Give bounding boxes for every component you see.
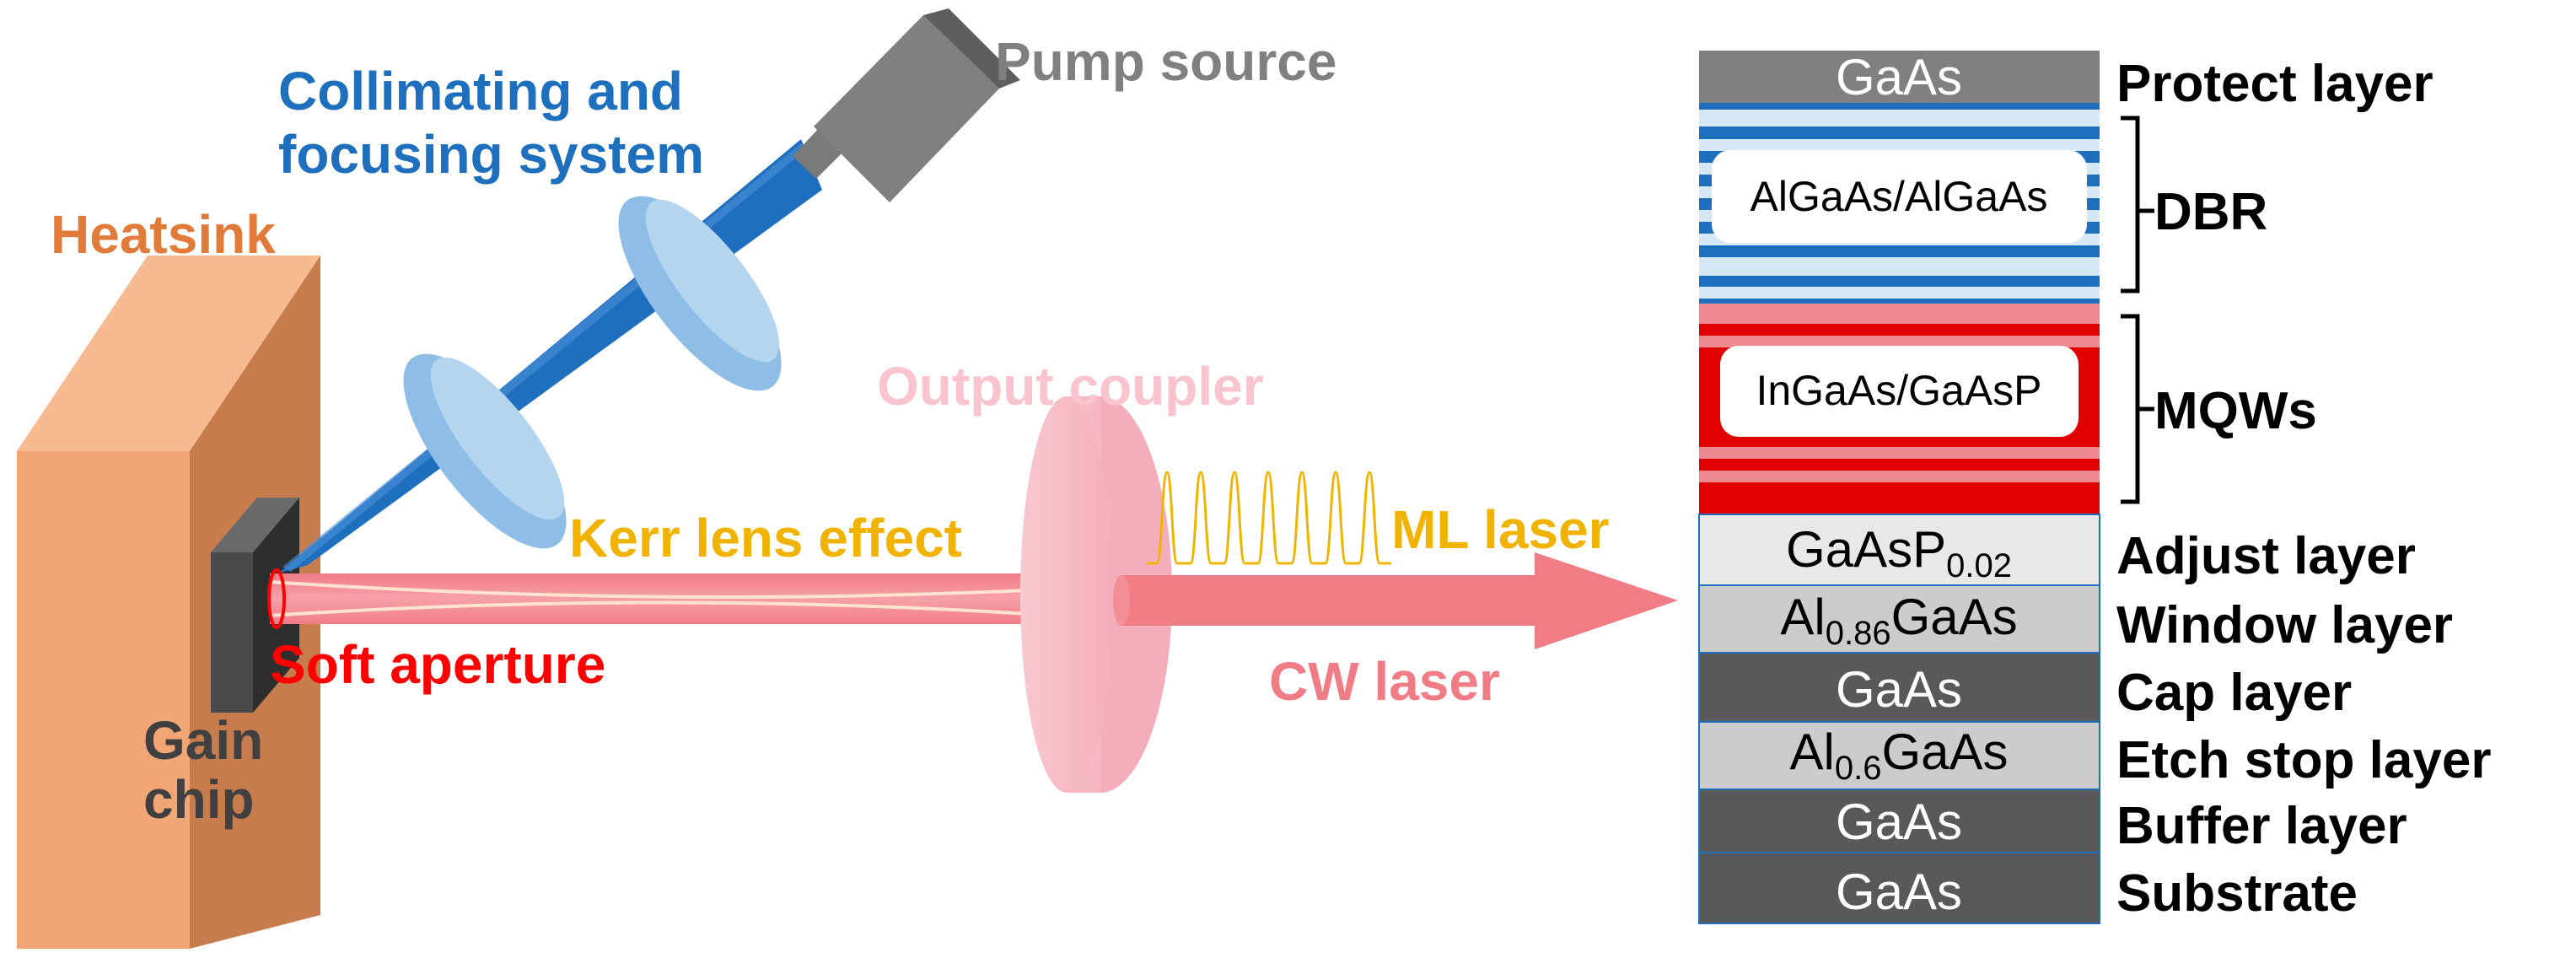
pump-source-body <box>814 15 999 202</box>
protect-layer <box>1699 51 2100 103</box>
dbr-stripe <box>1699 287 2100 299</box>
substrate-layer <box>1698 852 2100 924</box>
mqw-stripe <box>1699 447 2100 459</box>
dbr-bracket <box>2121 116 2154 293</box>
window-layer <box>1698 584 2100 654</box>
mqw-stripe <box>1699 336 2100 347</box>
protect-layer-material: GaAs <box>1836 49 1962 105</box>
etch-stop-layer-material: Al0.6GaAs <box>1789 724 2008 787</box>
dbr-material: AlGaAs/AlGaAs <box>1750 173 2048 220</box>
cw-laser-arrow-shaft <box>1121 575 1535 626</box>
mqw-stripe <box>1699 304 2100 324</box>
adjust-material-main: GaAsP <box>1786 521 1946 578</box>
lens-upper-face <box>645 199 780 363</box>
cw-laser-label: CW laser <box>1269 651 1500 712</box>
substrate-material: GaAs <box>1836 864 1962 920</box>
dbr-stripe <box>1699 139 2100 151</box>
heatsink-top-face <box>17 256 320 451</box>
substrate-name: Substrate <box>2116 864 2358 923</box>
etch-material-post: GaAs <box>1881 724 2008 780</box>
window-material-sub: 0.86 <box>1826 615 1891 652</box>
soft-aperture-label: Soft aperture <box>270 634 605 695</box>
output-coupler-label: Output coupler <box>877 356 1264 417</box>
mqw-label-box <box>1720 346 2079 437</box>
dbr-name: DBR <box>2154 183 2267 241</box>
lens-lower-face <box>430 357 565 520</box>
dbr-region: AlGaAs/AlGaAs <box>1699 103 2100 304</box>
collimating-label-line1: Collimating and <box>278 61 683 121</box>
collimating-label-line2: focusing system <box>278 124 704 185</box>
pump-source <box>793 8 1020 202</box>
adjust-layer <box>1698 514 2100 586</box>
protect-layer-name: Protect layer <box>2116 55 2433 113</box>
buffer-layer <box>1698 788 2100 853</box>
dbr-label-box <box>1712 150 2087 243</box>
adjust-layer-name: Adjust layer <box>2116 527 2416 585</box>
kerr-line-upper <box>269 580 1030 599</box>
cap-layer-name: Cap layer <box>2116 664 2352 722</box>
pump-source-side <box>923 8 1020 89</box>
soft-aperture-mark <box>267 568 286 629</box>
mqw-material: InGaAs/GaAsP <box>1756 367 2041 414</box>
gain-chip-label-line1: Gain <box>143 710 263 771</box>
etch-material-sub: 0.6 <box>1835 750 1882 787</box>
window-material-pre: Al <box>1780 589 1825 645</box>
cw-laser-arrow <box>1113 552 1678 649</box>
ml-pulse-train <box>1147 471 1391 565</box>
window-layer-material: Al0.86GaAs <box>1780 589 2017 652</box>
heatsink-label: Heatsink <box>51 204 276 265</box>
mqw-bracket <box>2121 314 2154 504</box>
heatsink-front-face <box>17 451 190 949</box>
gain-chip-label-line2: chip <box>143 769 255 830</box>
etch-material-pre: Al <box>1789 724 1834 780</box>
lens-lower <box>403 353 567 549</box>
mqw-name: MQWs <box>2154 382 2317 440</box>
cap-layer <box>1698 652 2100 723</box>
lens-upper <box>618 196 782 391</box>
dbr-stripe <box>1699 257 2100 276</box>
cw-laser-arrow-head <box>1535 552 1678 649</box>
output-coupler-front <box>1020 396 1113 793</box>
gain-chip-top <box>211 498 299 552</box>
etch-stop-layer <box>1698 721 2100 790</box>
cap-layer-material: GaAs <box>1836 661 1962 718</box>
adjust-material-sub: 0.02 <box>1946 547 2012 584</box>
cw-laser-arrow-end <box>1113 575 1130 626</box>
ml-laser-label: ML laser <box>1391 499 1610 560</box>
mqw-stripe <box>1699 471 2100 482</box>
kerr-lens-label: Kerr lens effect <box>569 508 962 568</box>
kerr-line-lower <box>269 600 1030 617</box>
cavity-beam <box>270 573 1029 624</box>
adjust-layer-material: GaAsP0.02 <box>1786 521 2012 584</box>
buffer-layer-name: Buffer layer <box>2116 797 2407 855</box>
output-coupler <box>1020 396 1172 793</box>
buffer-layer-material: GaAs <box>1836 794 1962 850</box>
pump-source-label: Pump source <box>995 31 1336 92</box>
etch-stop-layer-name: Etch stop layer <box>2116 731 2491 789</box>
mqw-region: InGaAs/GaAsP <box>1699 304 2100 514</box>
layer-stack: GaAs AlGaAs/AlGaAs InGaAs/GaAsP <box>1698 49 2100 924</box>
window-material-post: GaAs <box>1891 589 2018 645</box>
dbr-stripe <box>1699 110 2100 126</box>
window-layer-name: Window layer <box>2116 596 2453 654</box>
gain-chip-front <box>211 552 253 713</box>
